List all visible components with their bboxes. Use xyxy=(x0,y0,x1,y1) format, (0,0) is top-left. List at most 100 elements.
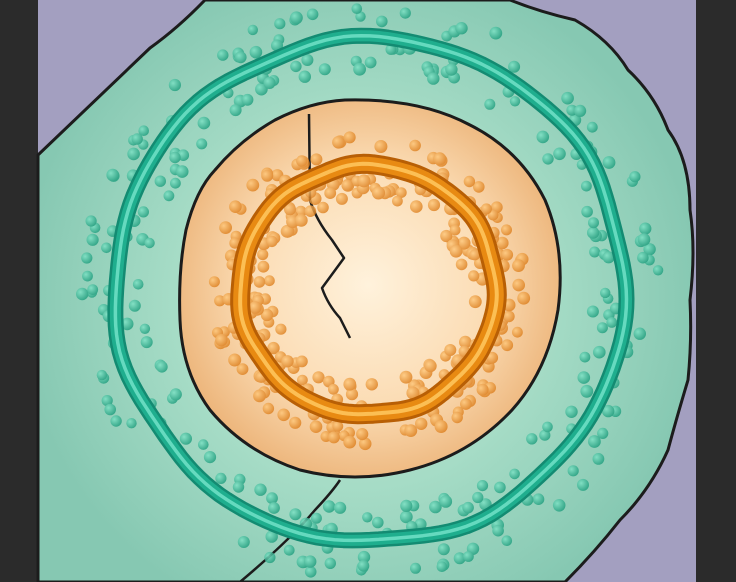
teal-bead xyxy=(106,168,119,182)
teal-bead xyxy=(110,415,122,427)
teal-bead xyxy=(539,429,551,441)
orange-bead xyxy=(410,200,423,213)
orange-bead xyxy=(459,335,472,349)
orange-bead xyxy=(512,259,525,272)
teal-bead xyxy=(579,351,591,363)
orange-bead xyxy=(257,248,269,261)
teal-bead xyxy=(592,453,605,465)
orange-bead xyxy=(501,224,512,236)
teal-bead xyxy=(532,493,545,506)
orange-bead xyxy=(324,187,337,200)
teal-bead xyxy=(290,60,302,73)
orange-bead xyxy=(449,244,463,258)
teal-bead xyxy=(462,501,474,514)
teal-bead xyxy=(501,535,513,546)
teal-bead xyxy=(574,104,587,117)
orange-bead xyxy=(496,236,509,250)
orange-bead xyxy=(356,428,369,441)
teal-bead xyxy=(232,481,245,493)
teal-bead xyxy=(587,226,600,239)
orange-bead xyxy=(341,179,353,191)
outer-ring xyxy=(107,27,635,549)
orange-bead xyxy=(512,278,525,292)
teal-bead xyxy=(385,44,397,55)
orange-bead xyxy=(309,420,323,434)
teal-bead xyxy=(304,555,317,568)
teal-bead xyxy=(453,552,466,565)
orange-bead xyxy=(406,386,420,400)
orange-bead xyxy=(444,344,457,356)
teal-bead xyxy=(101,242,112,254)
teal-bead xyxy=(264,551,276,564)
teal-bead xyxy=(606,317,618,328)
teal-bead xyxy=(101,395,113,407)
teal-bead xyxy=(565,405,578,418)
teal-bead xyxy=(364,56,377,69)
teal-bead xyxy=(131,133,143,145)
teal-bead xyxy=(265,530,278,543)
orange-bead xyxy=(208,276,220,288)
orange-bead xyxy=(501,248,514,261)
right-side-bar xyxy=(696,0,736,582)
teal-bead xyxy=(489,26,503,40)
teal-bead xyxy=(334,501,347,514)
orange-bead xyxy=(517,291,531,305)
teal-bead xyxy=(445,63,458,76)
teal-bead xyxy=(301,54,314,66)
orange-bead xyxy=(228,353,242,367)
orange-bead xyxy=(261,169,274,182)
teal-bead xyxy=(472,491,484,504)
teal-bead xyxy=(198,439,209,450)
orange-bead xyxy=(219,221,233,235)
teal-bead xyxy=(357,560,370,572)
teal-bead xyxy=(589,246,601,258)
teal-bead xyxy=(353,62,366,76)
teal-bead xyxy=(410,562,421,574)
orange-bead xyxy=(468,270,480,282)
teal-bead xyxy=(586,305,599,318)
inner-ring xyxy=(230,153,507,425)
teal-bead xyxy=(234,51,247,64)
teal-bead xyxy=(561,91,574,105)
teal-bead xyxy=(169,388,182,401)
teal-bead xyxy=(553,147,566,161)
teal-bead xyxy=(439,495,453,508)
teal-bead xyxy=(175,165,189,178)
teal-bead xyxy=(652,265,664,276)
orange-bead xyxy=(345,388,359,401)
orange-bead xyxy=(512,326,523,338)
teal-bead xyxy=(289,508,302,521)
teal-bead xyxy=(399,7,411,19)
teal-bead xyxy=(140,336,153,349)
teal-bead xyxy=(602,156,616,169)
teal-bead xyxy=(197,116,211,130)
teal-bead xyxy=(263,76,276,89)
orange-bead xyxy=(415,417,428,430)
orange-bead xyxy=(312,371,325,384)
teal-bead xyxy=(139,323,151,334)
teal-bead xyxy=(463,551,474,562)
orange-bead xyxy=(343,435,357,449)
teal-bead xyxy=(154,175,166,187)
orange-bead xyxy=(297,374,308,386)
teal-bead xyxy=(324,557,336,569)
orange-bead xyxy=(427,198,441,212)
orange-bead xyxy=(246,178,260,192)
orange-bead xyxy=(277,408,291,422)
teal-bead xyxy=(203,451,217,464)
teal-bead xyxy=(237,536,250,548)
teal-bead xyxy=(249,45,263,59)
orange-bead xyxy=(332,420,344,432)
teal-bead xyxy=(168,78,181,92)
teal-bead xyxy=(138,125,149,136)
orange-bead xyxy=(463,175,476,188)
teal-bead xyxy=(588,217,599,229)
teal-bead xyxy=(351,3,363,14)
teal-bead xyxy=(215,472,227,484)
orange-bead xyxy=(229,200,242,213)
teal-bead xyxy=(156,361,168,373)
orange-bead xyxy=(266,235,278,248)
orange-bead xyxy=(253,276,266,288)
teal-bead xyxy=(306,8,319,21)
